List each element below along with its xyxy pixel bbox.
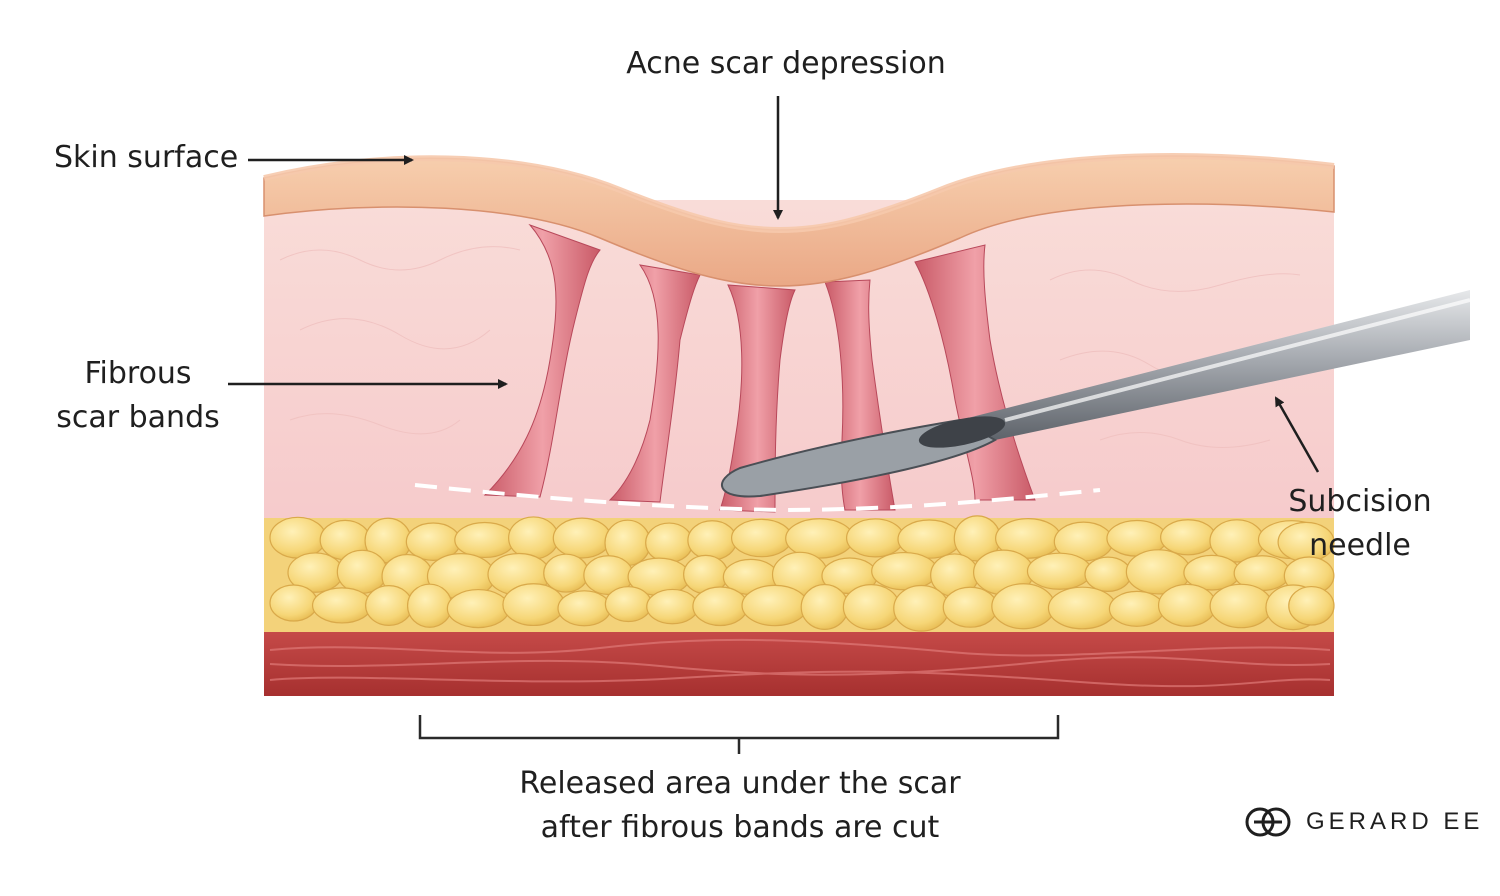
needle-label-line2: needle (1309, 528, 1411, 563)
released-area-label-line2: after fibrous bands are cut (540, 810, 940, 845)
brand-watermark: GERARD EE (1244, 806, 1483, 838)
fat-cells (269, 515, 1335, 632)
needle-arrow (1274, 396, 1320, 473)
fat-cell (842, 584, 900, 631)
fat-cell (311, 587, 373, 624)
needle-lumen (918, 416, 1006, 448)
needle-highlight (1004, 298, 1471, 422)
fat-cell (687, 520, 738, 561)
fat-cell (543, 553, 589, 593)
epidermis-top-edge (263, 153, 1335, 234)
brand-name: GERARD EE (1306, 808, 1484, 835)
fibrous-bands-label-line2: scar bands (56, 400, 220, 435)
skin-surface-label: Skin surface (54, 140, 239, 175)
fat-cell (1108, 590, 1165, 627)
fat-cell (508, 516, 559, 560)
fat-cell (269, 584, 318, 622)
needle-label-line1: Subcision (1288, 484, 1432, 519)
subcision-needle (720, 290, 1471, 498)
fat-cell (1288, 585, 1335, 626)
fat-cell (365, 585, 413, 626)
fat-cell (942, 586, 998, 628)
fibrous-bands-label-line1: Fibrous (84, 356, 192, 391)
fat-cell (741, 584, 809, 627)
fat-cell (893, 584, 950, 632)
fat-cell (800, 583, 849, 630)
fat-cell (645, 522, 694, 563)
fat-cell (502, 583, 565, 627)
fat-cell (730, 518, 793, 558)
fibrous-band-2 (608, 264, 701, 503)
released-area-bracket (418, 715, 1060, 754)
fat-cell (646, 588, 699, 625)
fat-cell (991, 583, 1056, 630)
fat-cell (1084, 556, 1132, 592)
fat-cell (446, 588, 510, 629)
fat-cell (557, 590, 612, 627)
fat-cell (1026, 552, 1092, 590)
fat-cell (454, 521, 516, 559)
fibrous-band-3 (719, 284, 796, 513)
acne-scar-label: Acne scar depression (626, 46, 946, 81)
released-area-label-line1: Released area under the scar (519, 766, 961, 801)
fat-cell (871, 551, 938, 591)
fat-cell (1209, 583, 1273, 629)
muscle-fibers (269, 638, 1331, 688)
released-plane-dashed-line (414, 483, 1101, 513)
fat-cell (604, 586, 652, 623)
fat-cell (845, 518, 905, 558)
fat-cell (406, 583, 453, 628)
fat-cell (692, 586, 749, 627)
fat-cell (552, 517, 612, 559)
fat-cell (269, 516, 327, 559)
fat-cell (1047, 586, 1117, 630)
fat-cell (1160, 519, 1217, 556)
dermis-texture (279, 246, 1301, 448)
fat-cell (1157, 583, 1217, 627)
fibrous-band-1 (483, 223, 601, 498)
gerard-ee-logo-icon (1245, 807, 1291, 837)
